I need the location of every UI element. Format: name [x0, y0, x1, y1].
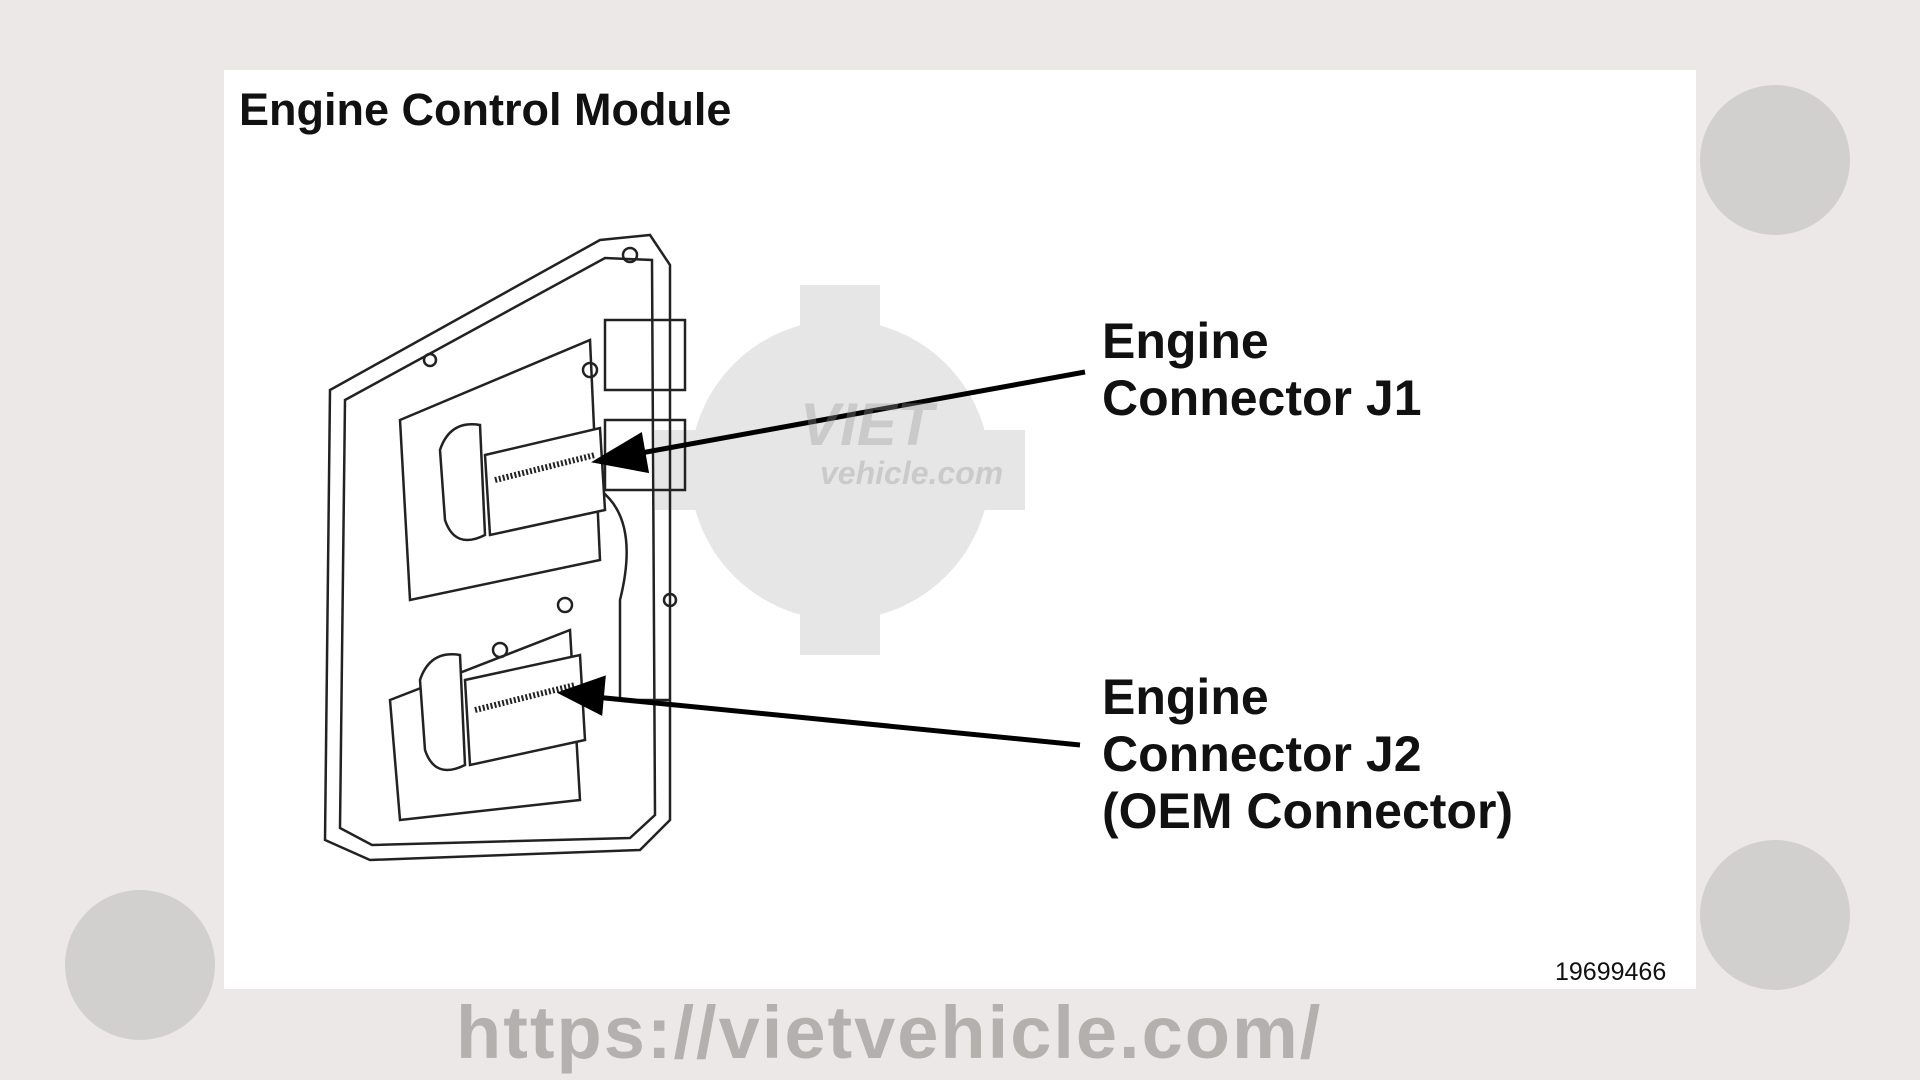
label-j1: Engine Connector J1	[1102, 313, 1422, 427]
label-j2-line2: Connector J2	[1102, 726, 1422, 782]
corner-watermark-icons	[65, 85, 1850, 1040]
label-j2-line3: (OEM Connector)	[1102, 783, 1514, 839]
label-j2-line1: Engine	[1102, 669, 1269, 725]
connector-j1	[438, 423, 607, 542]
ecm-housing	[323, 233, 687, 862]
label-j1-line2: Connector J1	[1102, 370, 1422, 426]
watermark-subtext: vehicle.com	[820, 455, 1004, 491]
connector-j2	[418, 653, 587, 772]
watermark-gear-icon	[655, 285, 1025, 655]
diagram-title: Engine Control Module	[239, 84, 732, 135]
figure-number: 19699466	[1555, 958, 1667, 986]
arrow-j1	[591, 369, 1086, 474]
watermark-text: VIET	[800, 391, 934, 458]
watermark-url: https://vietvehicle.com/	[456, 991, 1323, 1074]
label-j1-line1: Engine	[1102, 313, 1269, 369]
label-j2: Engine Connector J2 (OEM Connector)	[1102, 669, 1513, 840]
arrow-j2	[556, 675, 1081, 748]
